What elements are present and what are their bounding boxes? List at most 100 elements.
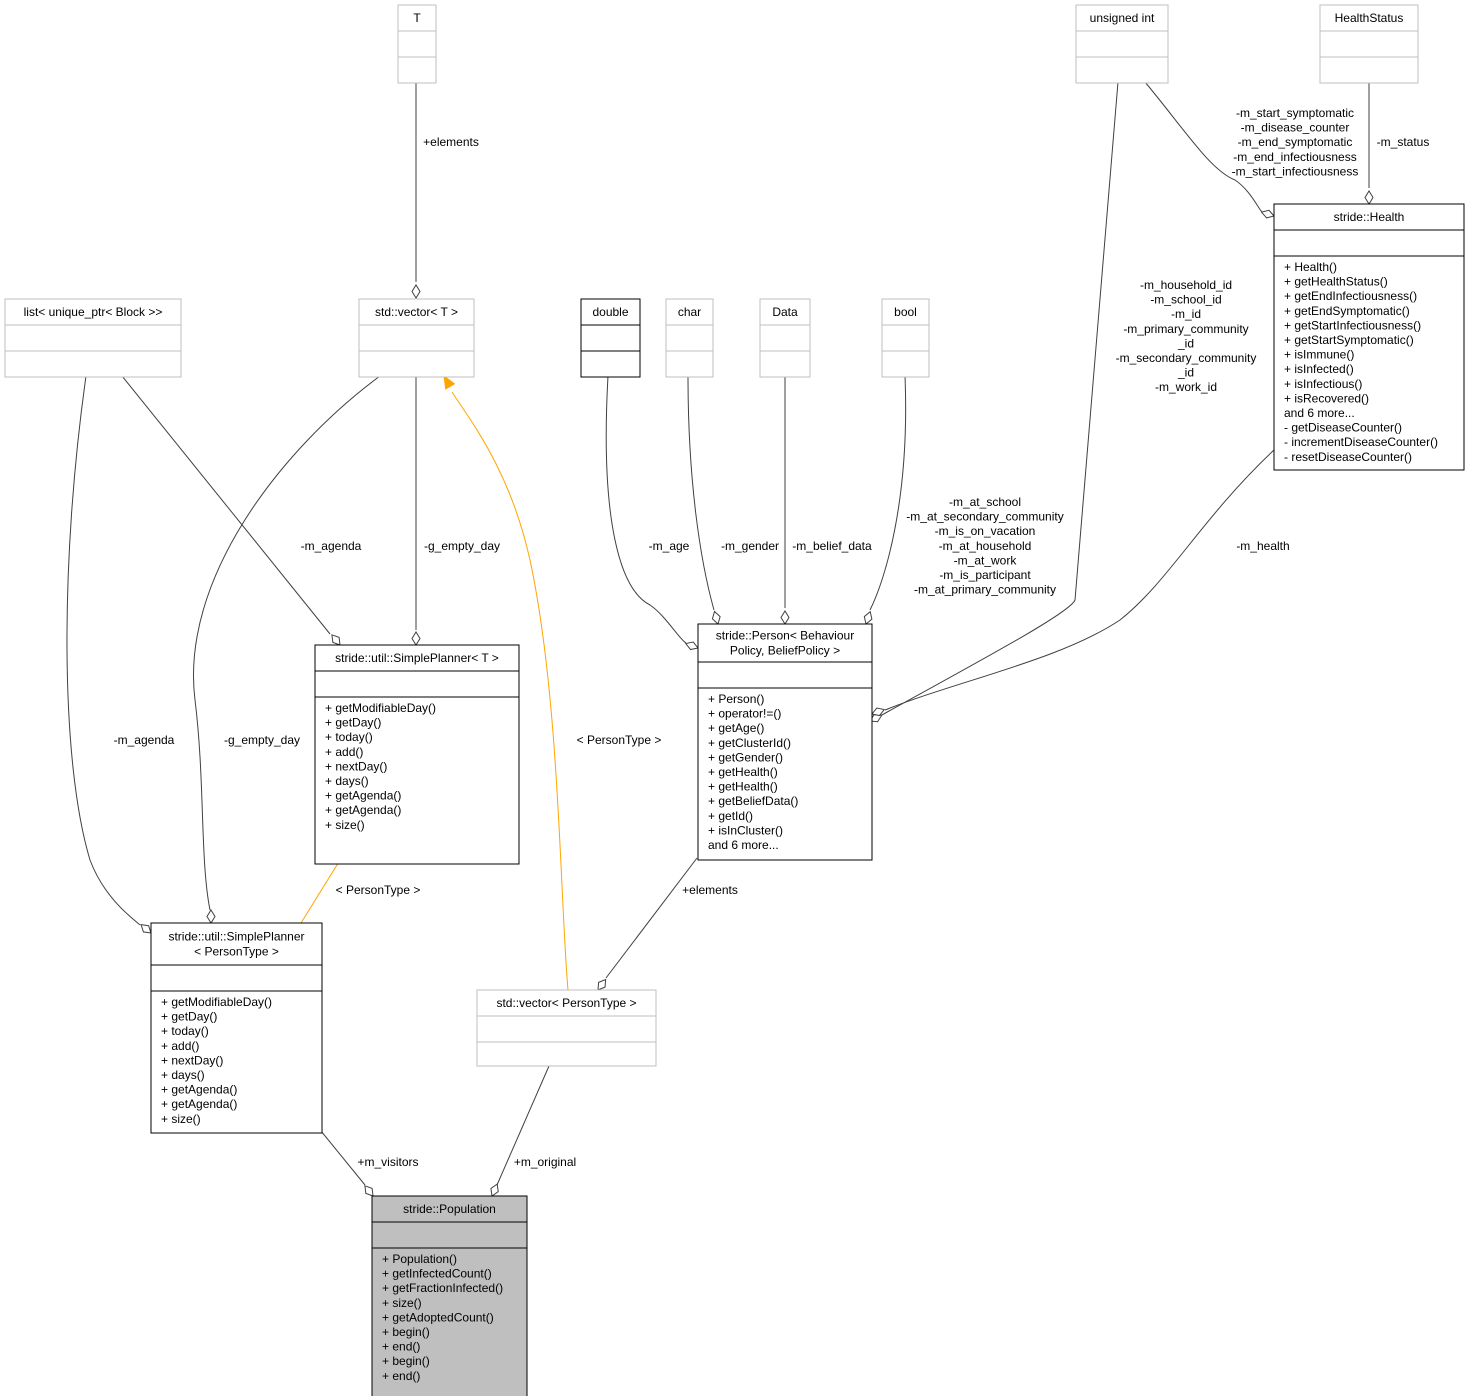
relation-label-line: -m_work_id [1155, 380, 1217, 394]
class-member: + getAgenda() [161, 1097, 237, 1111]
class-vector-T[interactable]: std::vector< T > [358, 298, 475, 378]
relation-label-line: -m_health [1236, 539, 1289, 553]
class-health-status[interactable]: HealthStatus [1319, 4, 1419, 84]
relation-line [496, 1065, 550, 1186]
class-member: + isInfected() [1284, 362, 1354, 376]
relation-label: -m_agenda [301, 539, 362, 553]
relation-label-line: -m_at_secondary_community [906, 510, 1063, 524]
relation-line [1144, 81, 1263, 213]
relation-label: -m_household_id-m_school_id-m_id-m_prima… [1116, 278, 1257, 394]
class-member: + nextDay() [325, 759, 387, 773]
class-char[interactable]: char [665, 298, 714, 378]
class-member: + size() [161, 1112, 201, 1126]
relation-label-line: -m_school_id [1150, 293, 1221, 307]
relation-gender: -m_gender [687, 375, 779, 625]
relation-t-elements: +elements [411, 82, 479, 299]
class-planner-T[interactable]: stride::util::SimplePlanner< T >+ getMod… [314, 644, 520, 865]
relation-person-elements: +elements [597, 857, 738, 991]
aggregation-diamond-marker [411, 631, 421, 646]
relation-age: -m_age [605, 375, 699, 651]
relation-label-line: -m_is_participant [939, 568, 1031, 582]
class-T[interactable]: T [397, 4, 437, 84]
relation-list-agenda-person: -m_agenda [66, 375, 175, 934]
class-unsigned-int[interactable]: unsigned int [1075, 4, 1169, 84]
class-member: + end() [382, 1340, 420, 1354]
class-member: + today() [161, 1024, 209, 1038]
class-population[interactable]: stride::Population+ Population()+ getInf… [371, 1195, 528, 1396]
class-member: + getHealthStatus() [1284, 275, 1388, 289]
relation-label-line: -m_gender [721, 539, 779, 553]
class-box [697, 623, 873, 861]
relation-label: -g_empty_day [224, 733, 300, 747]
class-member: + today() [325, 730, 373, 744]
relation-label-line: -m_primary_community [1123, 322, 1248, 336]
relation-belief: -m_belief_data [780, 376, 872, 625]
class-member: - resetDiseaseCounter() [1284, 450, 1412, 464]
class-member: + isInfectious() [1284, 377, 1362, 391]
aggregation-diamond-marker [597, 978, 607, 991]
class-member: + getDay() [325, 716, 381, 730]
class-member: + days() [325, 774, 369, 788]
relation-visitors: +m_visitors [320, 1130, 419, 1197]
relation-label-line: < PersonType > [577, 733, 662, 747]
class-member: + days() [161, 1068, 205, 1082]
class-name: std::vector< PersonType > [496, 996, 636, 1010]
class-member: + nextDay() [161, 1053, 223, 1067]
class-name: stride::Person< Behaviour [716, 629, 854, 643]
relation-label: -m_health [1236, 539, 1289, 553]
class-box [150, 922, 323, 1134]
class-vector-person[interactable]: std::vector< PersonType > [476, 989, 657, 1067]
class-name: bool [894, 305, 917, 319]
relation-list-agenda-T: -m_agenda [121, 375, 362, 646]
relation-label-line: -g_empty_day [424, 539, 500, 553]
class-member: + getStartSymptomatic() [1284, 333, 1414, 347]
class-member: + getModifiableDay() [325, 701, 436, 715]
relation-label-line: -m_agenda [301, 539, 362, 553]
class-name: HealthStatus [1335, 11, 1404, 25]
class-health[interactable]: stride::Health+ Health()+ getHealthStatu… [1273, 203, 1465, 471]
class-box [358, 298, 475, 378]
relation-label-line: -m_is_on_vacation [935, 524, 1036, 538]
class-list-block[interactable]: list< unique_ptr< Block >> [4, 298, 182, 378]
aggregation-diamond-marker [1260, 209, 1275, 219]
class-member: + getClusterId() [708, 736, 791, 750]
class-box [476, 989, 657, 1067]
relation-label: +elements [423, 135, 479, 149]
relation-label-line: -m_end_symptomatic [1238, 135, 1353, 149]
relation-label-line: -m_start_infectiousness [1232, 164, 1359, 178]
template-arrowhead-marker [443, 374, 456, 390]
class-member: + size() [382, 1296, 422, 1310]
class-member: + getAgenda() [325, 789, 401, 803]
relation-label-line: -m_household_id [1140, 278, 1232, 292]
relation-label: -m_age [649, 539, 690, 553]
aggregation-diamond-marker [411, 284, 421, 299]
class-double[interactable]: double [580, 298, 641, 378]
relation-line [884, 449, 1275, 711]
class-name: stride::util::SimplePlanner [168, 930, 304, 944]
class-name: char [678, 305, 701, 319]
aggregation-diamond-marker [364, 1185, 374, 1197]
class-name: list< unique_ptr< Block >> [24, 305, 163, 319]
relation-label: -m_start_symptomatic-m_disease_counter-m… [1232, 106, 1359, 178]
class-box [665, 298, 714, 378]
aggregation-diamond-marker [684, 641, 699, 651]
relation-empty-day-T: -g_empty_day [411, 376, 500, 646]
class-member: + getEndInfectiousness() [1284, 289, 1417, 303]
class-data[interactable]: Data [759, 298, 811, 378]
aggregation-diamond-marker [871, 707, 886, 717]
class-bool[interactable]: bool [881, 298, 930, 378]
relation-line [320, 1130, 366, 1186]
relation-line [66, 375, 141, 926]
relation-label-line: -m_start_symptomatic [1236, 106, 1354, 120]
aggregation-diamond-marker [331, 634, 341, 646]
relation-status: -m_status [1364, 82, 1429, 205]
class-name: Data [772, 305, 798, 319]
class-box [371, 1195, 528, 1396]
aggregation-diamond-marker [140, 924, 152, 934]
edges-layer: +elements -m_start_symptomatic-m_disease_… [66, 81, 1429, 1197]
class-planner-person[interactable]: stride::util::SimplePlanner< PersonType … [150, 922, 323, 1134]
relation-inst-vector: < PersonType > [443, 374, 662, 991]
